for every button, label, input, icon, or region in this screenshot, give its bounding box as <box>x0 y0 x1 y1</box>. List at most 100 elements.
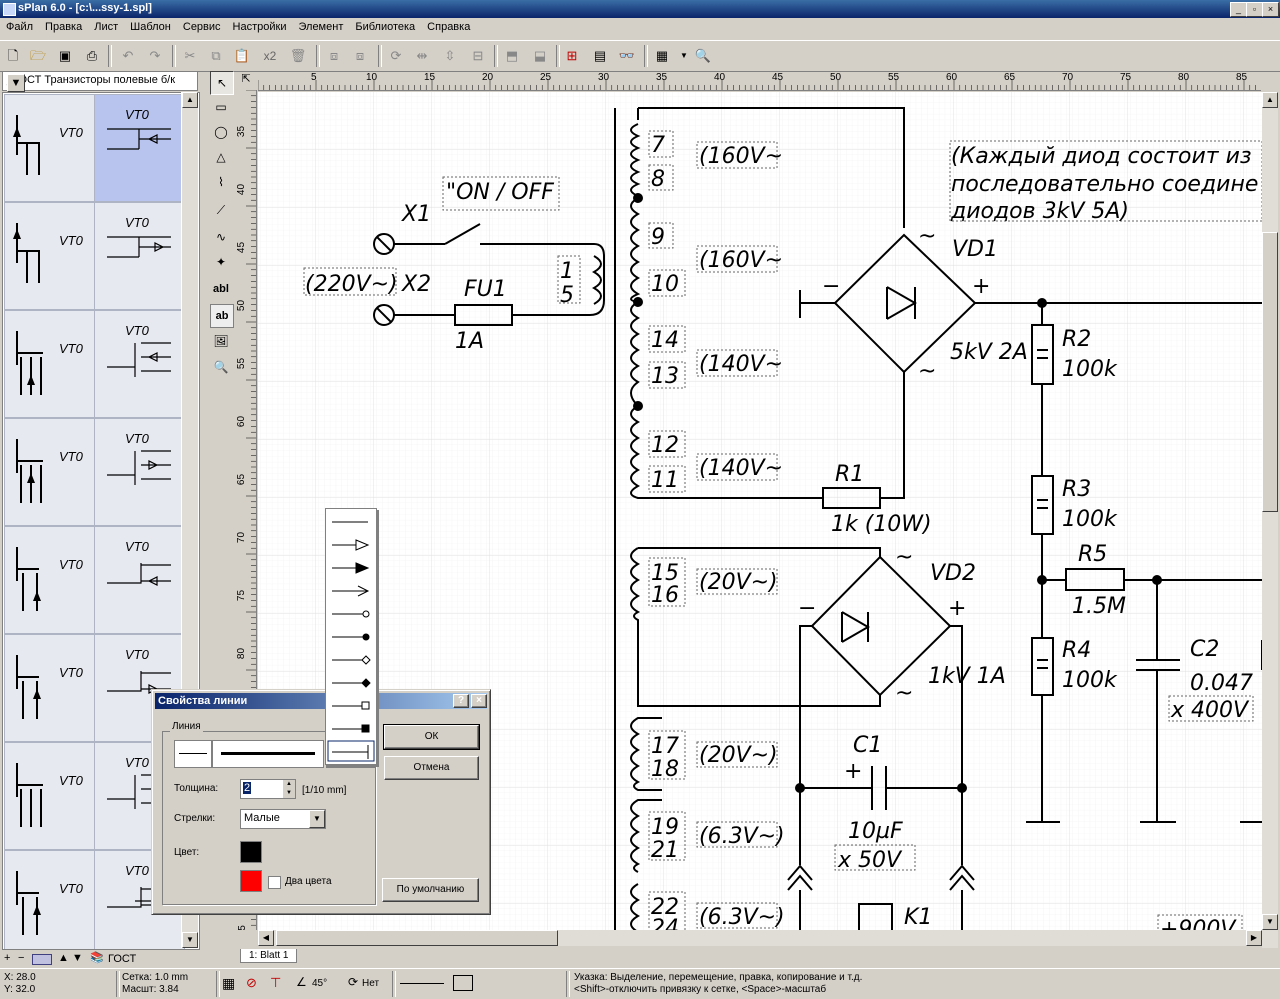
c1-label[interactable]: C1 <box>853 733 882 758</box>
library-item[interactable]: VT0 <box>4 310 95 418</box>
binoculars-icon[interactable]: 👓 <box>618 48 636 63</box>
vd2-value[interactable]: 1kV 1A <box>928 664 1006 689</box>
r3-label[interactable]: R3 <box>1062 477 1091 502</box>
menu-library[interactable]: Библиотека <box>355 21 416 33</box>
angle-value[interactable]: 45° <box>312 978 328 989</box>
save-icon[interactable]: ▣ <box>58 48 72 63</box>
tap-label[interactable]: 11 <box>651 468 679 493</box>
ok-button[interactable]: ОК <box>383 724 480 750</box>
vertical-scrollbar[interactable]: ▲ ▼ <box>1262 92 1278 948</box>
mirror-v-icon[interactable]: ⇳ <box>444 48 456 63</box>
voltage-label[interactable]: (20V~) <box>699 570 778 595</box>
tap-label[interactable]: 15 <box>651 561 679 586</box>
r1-label[interactable]: R1 <box>835 462 864 487</box>
tap-label[interactable]: 24 <box>651 916 679 932</box>
open-folder-icon[interactable]: 🗁 <box>29 48 47 63</box>
new-file-icon[interactable]: 🗋 <box>7 48 19 63</box>
c2-label[interactable]: C2 <box>1190 637 1219 662</box>
library-item[interactable]: VT0 <box>94 418 185 526</box>
align-icon[interactable]: ⊟ <box>472 48 484 63</box>
library-item[interactable]: VT0 <box>4 418 95 526</box>
help-button[interactable]: ? <box>453 694 469 708</box>
tap-label[interactable]: 8 <box>651 167 665 192</box>
scroll-left-icon[interactable]: ◀ <box>258 930 274 946</box>
voltage-label[interactable]: (140V~ <box>699 352 783 377</box>
menu-template[interactable]: Шаблон <box>130 21 171 33</box>
rotate-mode-icon[interactable]: ⟳ <box>348 975 359 989</box>
chevron-down-icon[interactable]: ▼ <box>309 810 325 828</box>
ellipse-tool-icon[interactable]: ◯ <box>214 125 228 139</box>
tap-label[interactable]: 17 <box>651 734 679 759</box>
tap-label[interactable]: 22 <box>651 895 679 920</box>
mirror-h-icon[interactable]: ⇹ <box>416 48 428 63</box>
voltage-label[interactable]: (140V~ <box>699 456 783 481</box>
bezier-tool-icon[interactable]: ⌇ <box>218 175 224 189</box>
thickness-input[interactable]: 2 ▲▼ <box>240 779 296 799</box>
menu-service[interactable]: Сервис <box>182 21 221 33</box>
maximize-button[interactable]: ▫ <box>1246 2 1263 17</box>
tap-label[interactable]: 16 <box>651 583 679 608</box>
library-item[interactable]: VT0 <box>4 94 95 202</box>
library-item[interactable]: VT0 <box>4 634 95 742</box>
vd1-value[interactable]: 5kV 2A <box>950 340 1028 365</box>
x1-label[interactable]: X1 <box>401 202 431 227</box>
copy-icon[interactable]: ⧉ <box>211 48 221 63</box>
cancel-button[interactable]: Отмена <box>384 756 479 780</box>
grid-icon[interactable]: ▦ <box>655 48 669 63</box>
menu-help[interactable]: Справка <box>427 21 471 33</box>
close-button[interactable]: × <box>1262 2 1279 17</box>
r4-value[interactable]: 100k <box>1062 668 1118 693</box>
to-front-icon[interactable]: ⬒ <box>505 48 519 63</box>
primary-tap-5[interactable]: 5 <box>560 283 574 308</box>
color-swatch-primary[interactable] <box>240 841 262 863</box>
rotate-icon[interactable]: ⟳ <box>390 48 402 63</box>
undo-icon[interactable]: ↶ <box>122 48 134 63</box>
parts-list-icon[interactable]: ⊞ <box>566 48 578 63</box>
k1-label[interactable]: K1 <box>904 905 932 930</box>
c2-voltage[interactable]: x 400V <box>1170 698 1250 723</box>
note-line[interactable]: (Каждый диод состоит из <box>951 144 1252 169</box>
duplicate-button[interactable]: x2 <box>263 49 277 63</box>
paste-icon[interactable]: 📋 <box>233 48 251 63</box>
rectangle-tool-icon[interactable]: ▭ <box>215 100 227 114</box>
arrows-select[interactable]: Малые ▼ <box>240 809 326 829</box>
line-tool-icon[interactable]: ⟋ <box>216 203 226 217</box>
r3-value[interactable]: 100k <box>1062 507 1118 532</box>
chevron-down-icon[interactable]: ▼ <box>7 74 25 92</box>
delete-icon[interactable]: 🗑 <box>289 48 307 63</box>
x2-label[interactable]: X2 <box>401 272 431 297</box>
voltage-label[interactable]: (6.3V~) <box>699 824 785 849</box>
line-style-selector[interactable] <box>212 740 324 768</box>
r5-label[interactable]: R5 <box>1078 542 1107 567</box>
color-swatch-secondary[interactable] <box>240 870 262 892</box>
tap-label[interactable]: 12 <box>651 433 679 458</box>
library-item[interactable]: VT0 <box>4 850 95 949</box>
r2-value[interactable]: 100k <box>1062 357 1118 382</box>
library-item[interactable]: VT0 <box>4 202 95 310</box>
close-button[interactable]: × <box>471 694 487 708</box>
redo-icon[interactable]: ↷ <box>149 48 161 63</box>
r2-label[interactable]: R2 <box>1062 327 1091 352</box>
scroll-up-icon[interactable]: ▲ <box>1262 92 1278 108</box>
image-tool-icon[interactable]: 🖼 <box>213 334 229 348</box>
library-selector[interactable]: _ГОСТ Транзисторы полевые б/к ▼ <box>2 71 198 92</box>
group-icon[interactable]: ⧈ <box>329 48 339 63</box>
voltage-label[interactable]: (160V~ <box>699 248 783 273</box>
menu-sheet[interactable]: Лист <box>94 21 119 33</box>
output-voltage-label[interactable]: +900V <box>1160 917 1237 932</box>
mains-voltage-label[interactable]: (220V~) <box>305 272 398 297</box>
library-item[interactable]: VT0 <box>4 526 95 634</box>
library-name-icon[interactable] <box>32 954 52 965</box>
tap-label[interactable]: 19 <box>651 815 679 840</box>
scroll-up-icon[interactable]: ▲ <box>182 92 198 108</box>
polygon-tool-icon[interactable]: △ <box>216 150 226 164</box>
rotate-mode-value[interactable]: Нет <box>362 978 380 989</box>
pointer-tool-icon[interactable]: ↖ <box>210 71 234 95</box>
scroll-down-icon[interactable]: ▼ <box>182 932 198 948</box>
library-item[interactable]: VT0 <box>4 742 95 850</box>
primary-tap-1[interactable]: 1 <box>560 259 574 284</box>
vd1-label[interactable]: VD1 <box>952 237 998 262</box>
cut-icon[interactable]: ✂ <box>184 48 196 63</box>
zoom-icon[interactable]: 🔍 <box>694 48 712 63</box>
horizontal-scrollbar[interactable]: ◀ ▶ <box>258 930 1262 946</box>
